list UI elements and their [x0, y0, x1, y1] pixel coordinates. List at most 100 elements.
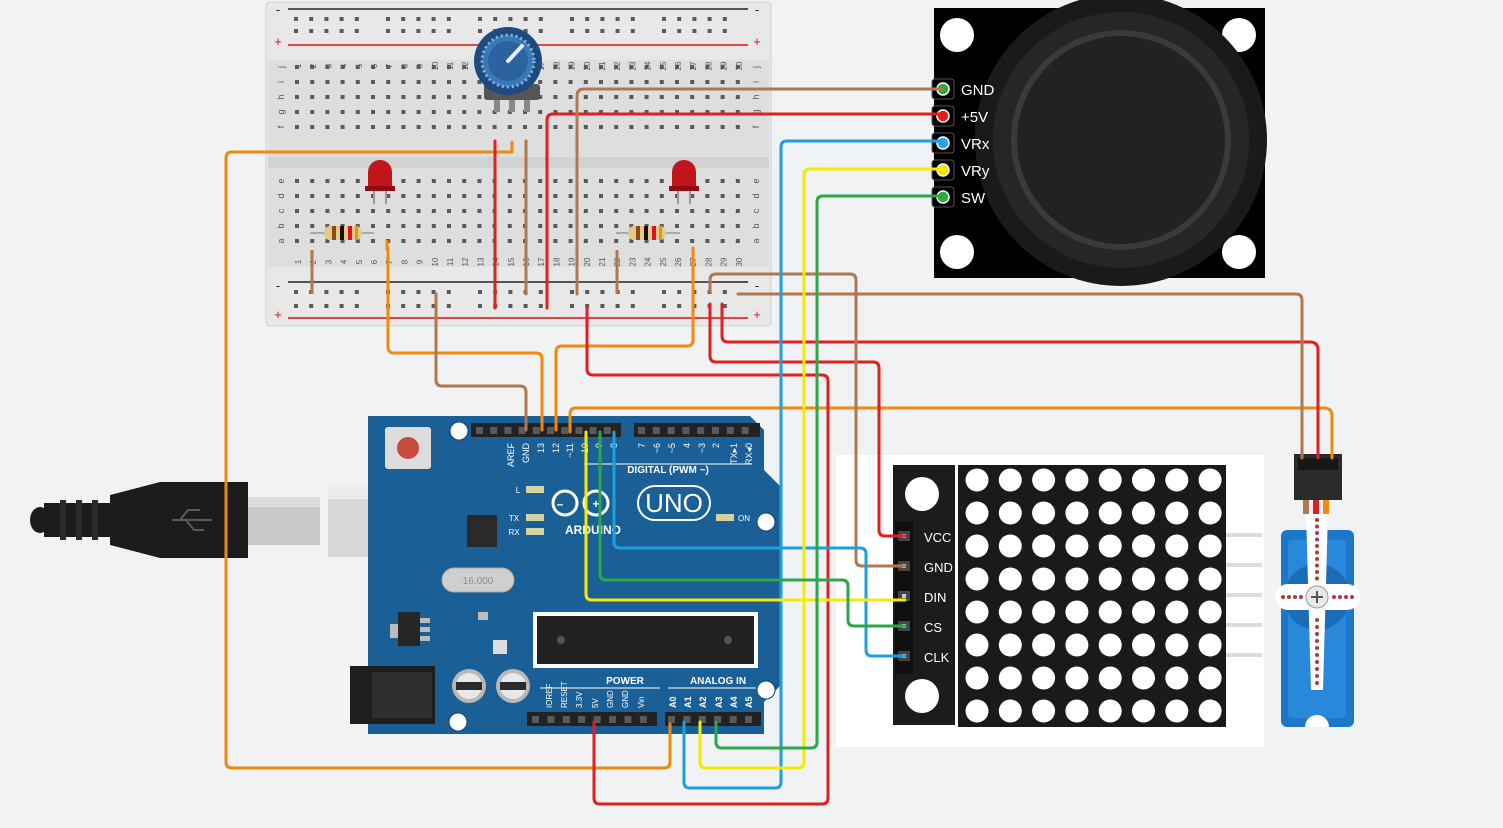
- matrix-led: [998, 699, 1022, 723]
- potentiometer-knob[interactable]: [506, 44, 524, 63]
- row-letter: j: [276, 66, 286, 69]
- digital-pin-label: 2: [711, 443, 721, 448]
- matrix-led: [1098, 567, 1122, 591]
- matrix-pin-label: CS: [924, 620, 942, 635]
- rail-minus-label: -: [755, 2, 759, 17]
- matrix-led: [1132, 600, 1155, 624]
- rail-plus-label: +: [753, 307, 761, 322]
- power-pin-label: IOREF: [545, 683, 554, 708]
- column-number-bottom: 24: [644, 257, 653, 266]
- matrix-led: [998, 567, 1022, 591]
- joystick-pin-label: SW: [961, 190, 986, 207]
- matrix-led: [1165, 501, 1189, 525]
- mounting-hole: [940, 18, 974, 52]
- matrix-pin-din[interactable]: [902, 594, 906, 598]
- mounting-hole: [940, 235, 974, 269]
- digital-pin-label: 7: [637, 443, 647, 448]
- matrix-led: [1098, 633, 1122, 657]
- model-text: UNO: [645, 488, 703, 518]
- column-number-bottom: 17: [537, 257, 546, 266]
- matrix-led: [1165, 633, 1189, 657]
- matrix-led: [1165, 468, 1189, 492]
- digital-pin-label: ~11: [565, 443, 575, 458]
- column-number-top: 12: [461, 61, 470, 70]
- servo-motor: [1275, 454, 1360, 727]
- column-number-top: 5: [355, 63, 364, 68]
- analog-pin-label: A5: [744, 696, 754, 708]
- row-letter: b: [751, 223, 761, 228]
- matrix-led: [1132, 666, 1155, 690]
- matrix-led: [1198, 600, 1222, 624]
- led-red-2: [669, 160, 699, 204]
- column-number-top: 21: [598, 61, 607, 70]
- column-number-bottom: 28: [704, 257, 713, 266]
- matrix-led: [1032, 501, 1056, 525]
- matrix-led: [1065, 501, 1089, 525]
- column-number-top: 3: [324, 63, 333, 68]
- matrix-led: [1198, 666, 1222, 690]
- matrix-pin-label: VCC: [924, 530, 951, 545]
- column-number-top: 25: [659, 61, 668, 70]
- led-red-1: [365, 160, 395, 204]
- wire-orange-led1-to-pin12: [386, 246, 544, 432]
- analog-section-label: ANALOG IN: [690, 676, 746, 687]
- column-number-bottom: 11: [446, 257, 455, 266]
- matrix-led: [1198, 699, 1222, 723]
- matrix-led: [1132, 567, 1155, 591]
- joystick-pin-label: VRy: [961, 163, 990, 180]
- led-l-label: L: [516, 486, 521, 495]
- matrix-pin-label: GND: [924, 560, 953, 575]
- wire-yellow-vry-to-a2: [698, 167, 944, 770]
- matrix-led: [998, 600, 1022, 624]
- led-on-label: ON: [738, 514, 750, 523]
- row-letter: g: [751, 109, 761, 114]
- rail-plus-label: +: [274, 307, 282, 322]
- row-letter: i: [276, 81, 286, 83]
- row-letter: c: [276, 208, 286, 213]
- matrix-led: [965, 468, 989, 492]
- matrix-led: [1198, 567, 1222, 591]
- matrix-led: [1065, 468, 1089, 492]
- matrix-led: [1132, 468, 1155, 492]
- matrix-led: [1132, 633, 1155, 657]
- joystick-pin-5v[interactable]: [936, 109, 950, 123]
- row-letter: h: [751, 94, 761, 99]
- matrix-led: [1065, 534, 1089, 558]
- matrix-led: [1098, 534, 1122, 558]
- digital-pin-label: RX◂0: [744, 443, 754, 465]
- column-number-top: 8: [400, 63, 409, 68]
- matrix-led: [1165, 600, 1189, 624]
- row-letter: e: [276, 178, 286, 183]
- led-tx-label: TX: [509, 514, 520, 523]
- power-pin-label: 5V: [591, 698, 600, 708]
- wire-yellow-pin10-to-din: [584, 430, 907, 602]
- matrix-led: [1098, 699, 1122, 723]
- matrix-led: [1098, 666, 1122, 690]
- row-letter: j: [751, 66, 761, 69]
- matrix-led: [965, 633, 989, 657]
- joystick-pin-vrx[interactable]: [936, 136, 950, 150]
- wire-blue-pin8-to-clk: [612, 430, 907, 658]
- power-section-label: POWER: [606, 676, 645, 687]
- matrix-led: [1065, 666, 1089, 690]
- column-number-bottom: 4: [340, 259, 349, 264]
- matrix-led: [965, 501, 989, 525]
- power-pin-label: RESET: [560, 681, 569, 708]
- column-number-bottom: 21: [598, 257, 607, 266]
- column-number-top: 20: [583, 61, 592, 70]
- wire-orange-pot-to-a0: [224, 140, 672, 770]
- matrix-pin-label: DIN: [924, 590, 946, 605]
- matrix-led: [1198, 468, 1222, 492]
- matrix-led: [1032, 600, 1056, 624]
- crystal-label: 16.000: [463, 576, 494, 587]
- potentiometer: [474, 27, 542, 112]
- wire-brown-rail-to-matrix-gnd: [708, 272, 907, 568]
- column-number-top: 27: [689, 61, 698, 70]
- column-number-bottom: 25: [659, 257, 668, 266]
- matrix-led: [998, 666, 1022, 690]
- column-number-bottom: 20: [583, 257, 592, 266]
- column-number-bottom: 7: [385, 259, 394, 264]
